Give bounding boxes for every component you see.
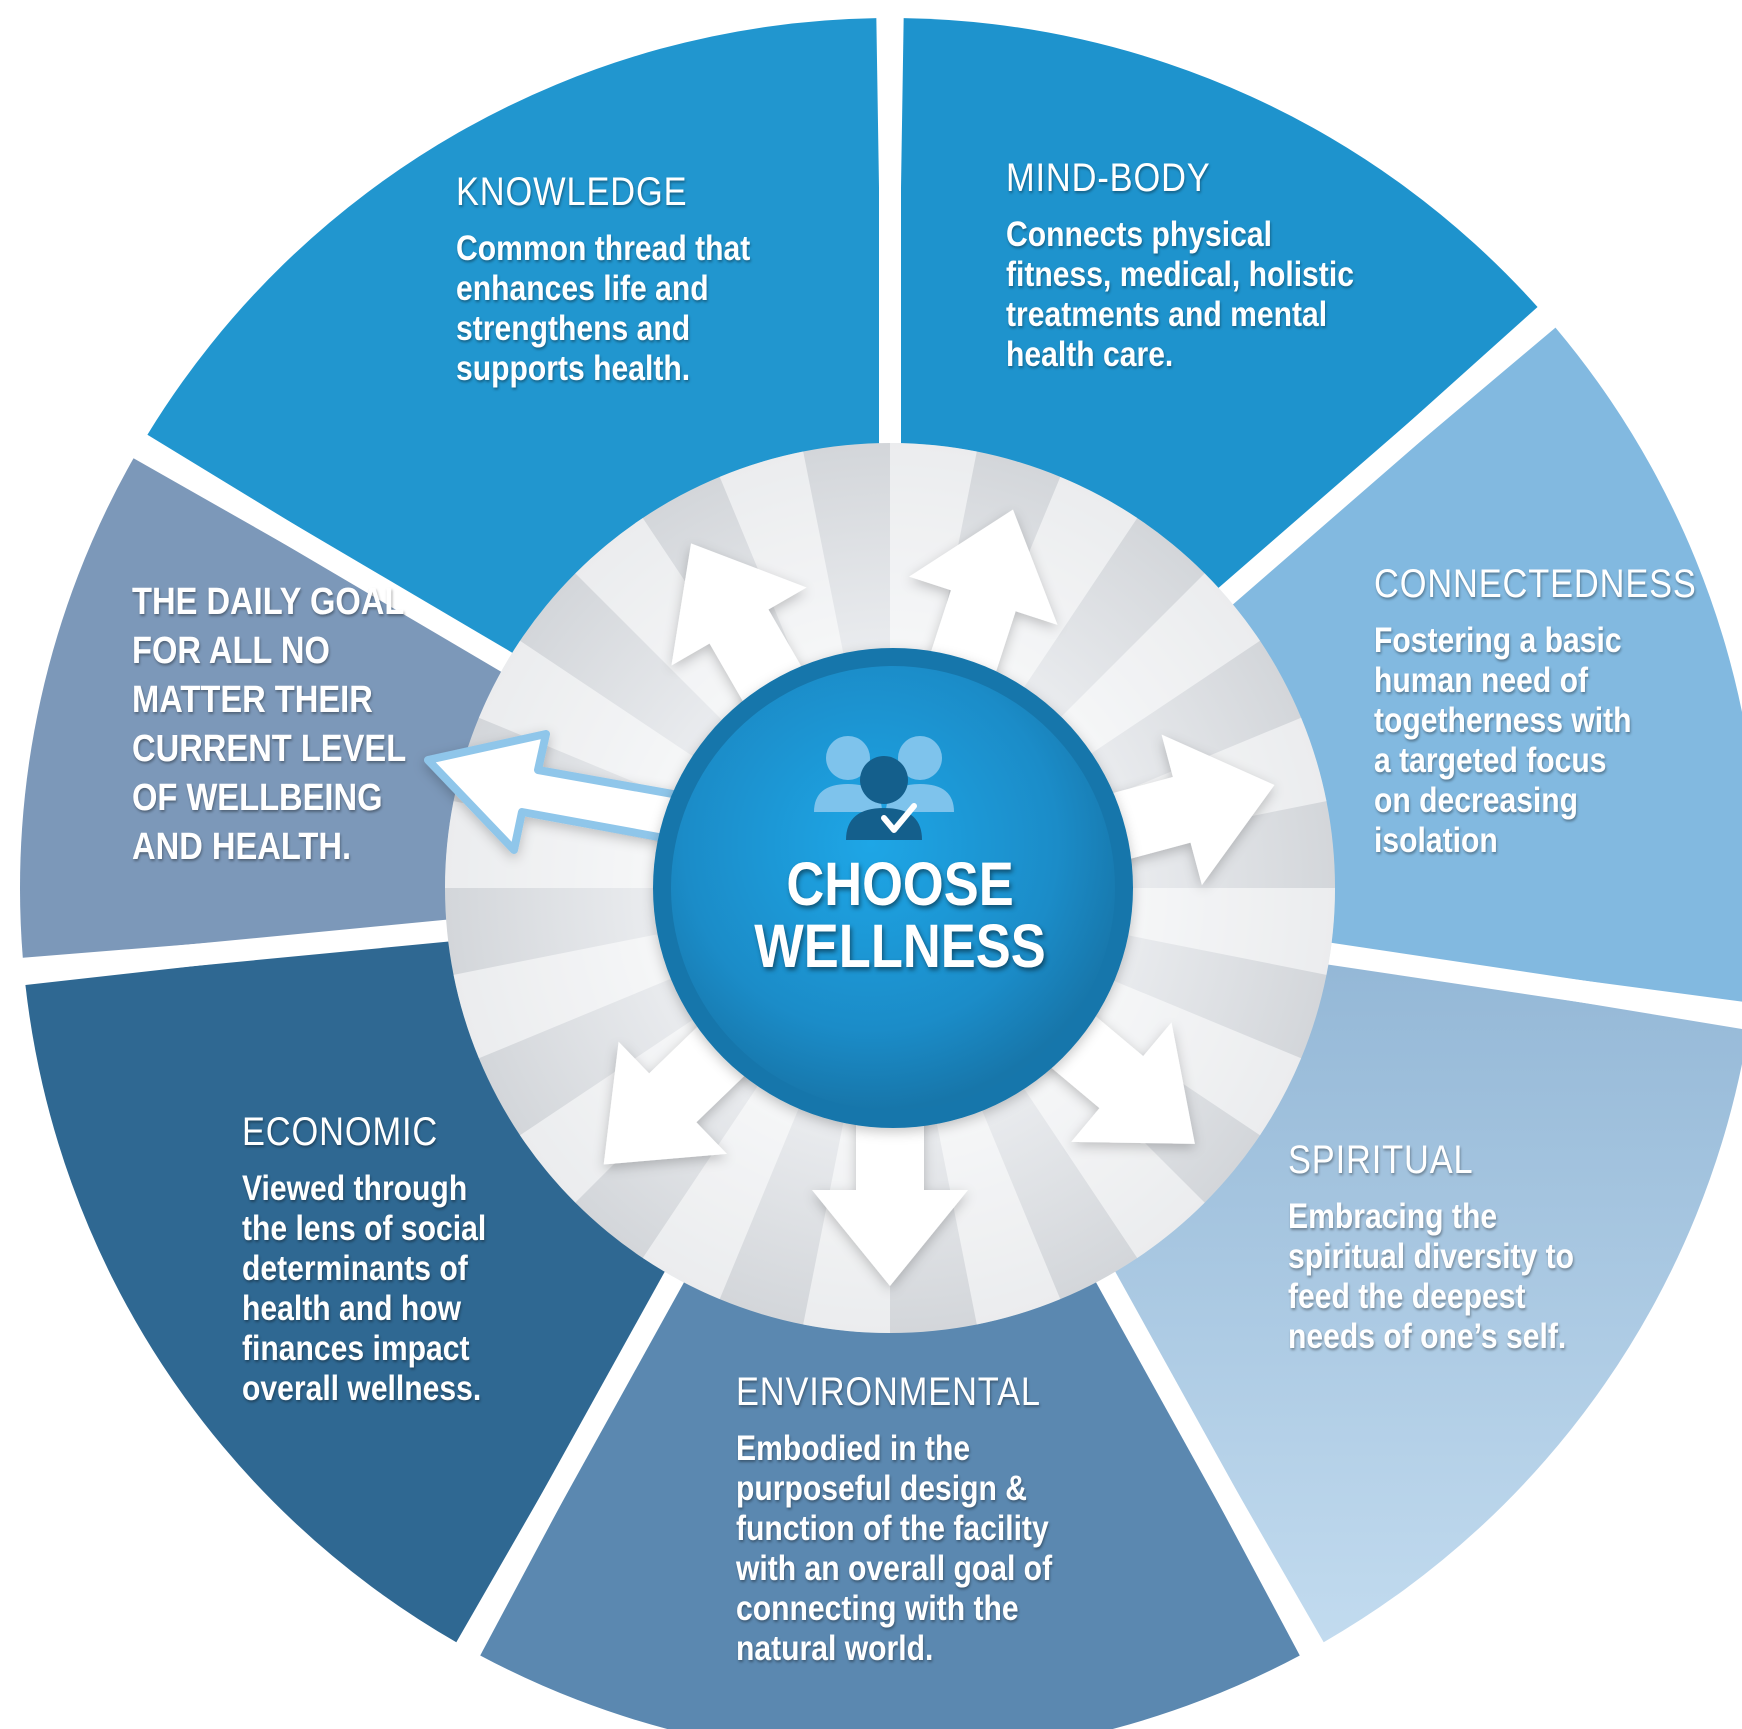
segment-spiritual: SPIRITUAL Embracing the spiritual divers… <box>1288 1138 1728 1357</box>
segment-environmental: ENVIRONMENTAL Embodied in the purposeful… <box>736 1370 1176 1669</box>
segment-title: ENVIRONMENTAL <box>736 1370 1041 1414</box>
segment-knowledge: KNOWLEDGE Common thread that enhances li… <box>456 170 896 389</box>
people-check-icon <box>814 736 954 840</box>
segment-body: Embracing the spiritual diversity to fee… <box>1288 1197 1575 1356</box>
segment-mind-body: MIND-BODY Connects physical fitness, med… <box>1006 156 1446 375</box>
segment-title: SPIRITUAL <box>1288 1138 1474 1182</box>
center-title-line1: CHOOSE <box>786 850 1014 918</box>
segment-title: KNOWLEDGE <box>456 170 688 214</box>
segment-body: Viewed through the lens of social determ… <box>242 1169 487 1408</box>
center-title: CHOOSE WELLNESS <box>728 853 1072 977</box>
segment-body: Connects physical fitness, medical, holi… <box>1006 215 1354 374</box>
outward-arrow <box>812 1088 968 1286</box>
segment-body: Common thread that enhances life and str… <box>456 229 751 388</box>
segment-title: CONNECTEDNESS <box>1374 562 1697 606</box>
segment-body: Embodied in the purposeful design & func… <box>736 1429 1053 1668</box>
hub <box>671 666 1115 1110</box>
segment-body: Fostering a basic human need of together… <box>1374 621 1632 860</box>
segment-title: ECONOMIC <box>242 1110 439 1154</box>
segment-title: MIND-BODY <box>1006 156 1211 200</box>
segment-economic: ECONOMIC Viewed through the lens of soci… <box>242 1110 682 1409</box>
center-title-line2: WELLNESS <box>754 912 1046 980</box>
daily-goal-text: THE DAILY GOAL FOR ALL NO MATTER THEIR C… <box>132 581 407 868</box>
segment-connectedness: CONNECTEDNESS Fostering a basic human ne… <box>1374 562 1742 861</box>
